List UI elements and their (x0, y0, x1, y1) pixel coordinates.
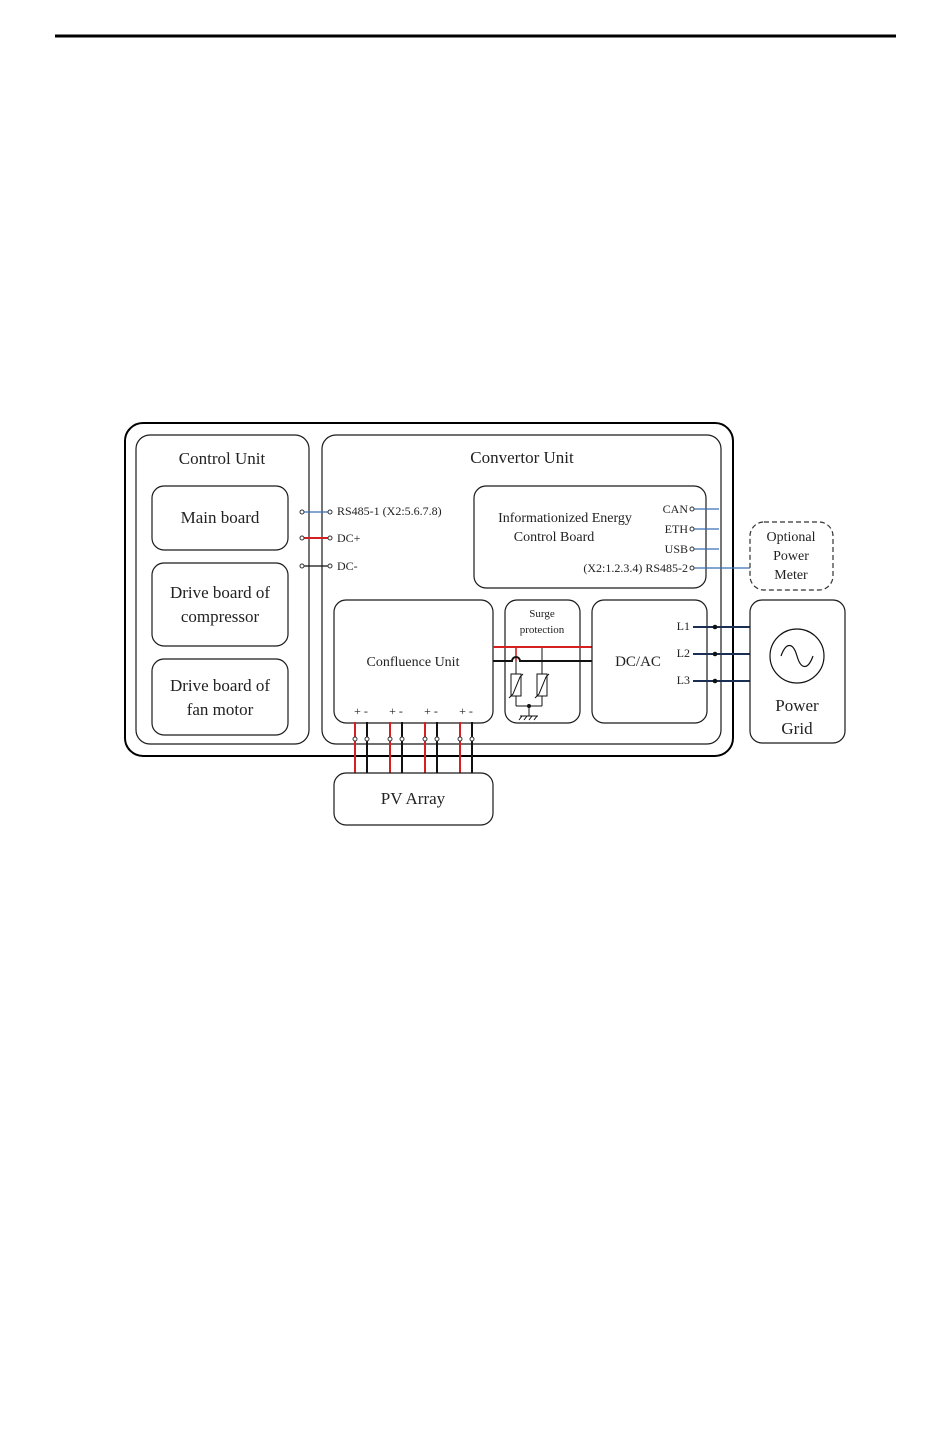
confluence-unit-label: Confluence Unit (367, 655, 460, 670)
phase-l1-label: L1 (677, 619, 690, 633)
dc-plus-label: DC+ (337, 531, 361, 545)
pv-array: PV Array (334, 773, 493, 825)
usb-port-label: USB (665, 542, 688, 556)
power-meter-label-2: Power (773, 549, 809, 564)
energy-board-title-2: Control Board (514, 530, 595, 545)
control-unit-title: Control Unit (179, 449, 266, 468)
power-grid-label-2: Grid (781, 719, 813, 738)
eth-port-label: ETH (665, 522, 689, 536)
energy-board-title-1: Informationized Energy (498, 511, 632, 526)
surge-label-1: Surge (529, 608, 555, 620)
drive-board-fan-box (152, 659, 288, 735)
pv-polarity-1: + - (354, 704, 368, 718)
pv-polarity-4: + - (459, 704, 473, 718)
phase-l2-label: L2 (677, 646, 690, 660)
can-port-label: CAN (663, 502, 689, 516)
drive-board-compressor-label-1: Drive board of (170, 583, 270, 602)
power-meter-label-1: Optional (767, 530, 816, 545)
power-meter-label-3: Meter (774, 568, 808, 583)
control-unit: Control Unit Main board Drive board of c… (136, 435, 309, 744)
confluence-unit: Confluence Unit + - + - + - + - (334, 600, 493, 723)
dc-minus-label: DC- (337, 559, 358, 573)
drive-board-compressor-box (152, 563, 288, 646)
drive-board-compressor-label-2: compressor (181, 607, 260, 626)
convertor-unit-title: Convertor Unit (470, 448, 574, 467)
pv-polarity-3: + - (424, 704, 438, 718)
optional-power-meter: Optional Power Meter (750, 522, 833, 590)
phase-l3-label: L3 (677, 673, 690, 687)
main-board-label: Main board (181, 508, 260, 527)
pv-polarity-2: + - (389, 704, 403, 718)
drive-board-fan-label-2: fan motor (187, 700, 254, 719)
power-grid-label-1: Power (775, 696, 819, 715)
rs485-2-label: (X2:1.2.3.4) RS485-2 (583, 561, 688, 575)
rs485-1-label: RS485-1 (X2:5.6.7.8) (337, 504, 442, 518)
dcac-label: DC/AC (615, 654, 661, 670)
power-grid: Power Grid (750, 600, 845, 743)
drive-board-fan-label-1: Drive board of (170, 676, 270, 695)
pv-array-label: PV Array (381, 789, 446, 808)
surge-label-2: protection (520, 624, 565, 636)
